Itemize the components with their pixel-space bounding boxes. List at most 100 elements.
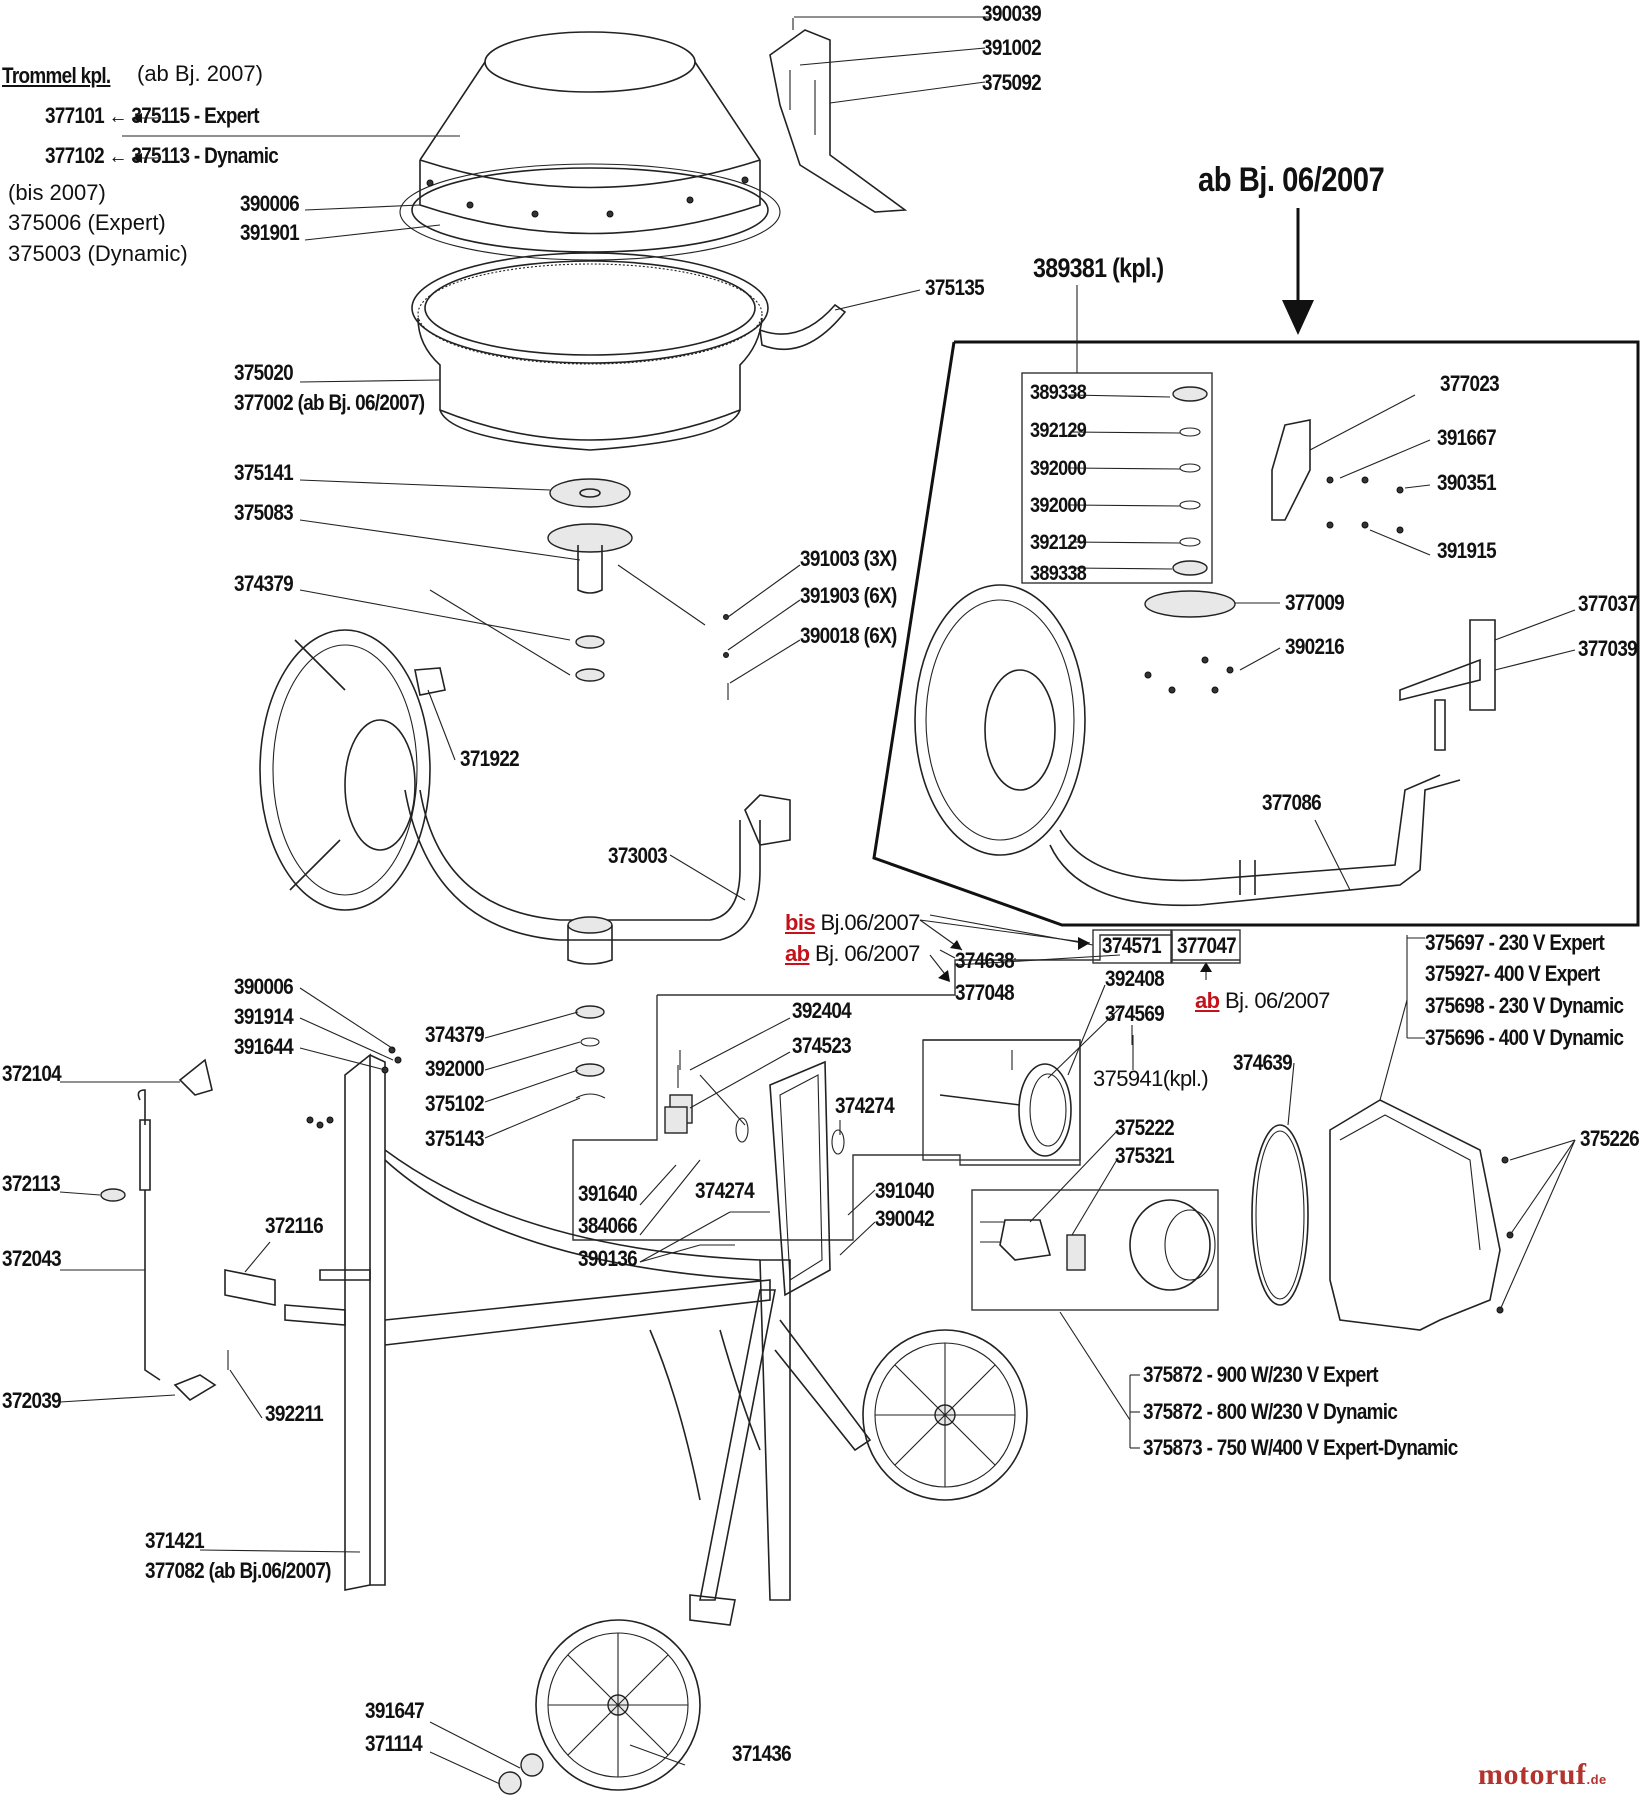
old-expert-note: 375006 (Expert) [8,210,166,235]
gear-segment-part [759,303,847,351]
small-wheel-part [939,1050,1072,1157]
label-371421: 371421 [145,1528,205,1553]
trommel-suffix: (ab Bj. 2007) [137,61,263,86]
label-391040: 391040 [875,1178,935,1203]
label-390006-a: 390006 [240,191,300,216]
chute-bracket-part [769,18,908,213]
revision-arrows [132,113,1212,1070]
label-372043: 372043 [2,1246,62,1271]
label-390018: 390018 (6X) [800,623,897,648]
label-374569: 374569 [1105,1001,1165,1026]
motor-plate-part [669,1050,845,1297]
label-375941: 375941(kpl.) [1093,1066,1209,1091]
motor-variant-4: 375696 - 400 V Dynamic [1425,1025,1624,1050]
label-377002: 377002 (ab Bj. 06/2007) [234,390,425,415]
rear-wheel-part [862,1329,1028,1501]
motor-variant-1: 375697 - 230 V Expert [1425,930,1605,955]
label-392000: 392000 [425,1056,485,1081]
label-372039: 372039 [2,1388,62,1413]
label-377037: 377037 [1578,591,1638,616]
stack-label-4: 392000 [1030,494,1087,517]
label-374379-a: 374379 [234,571,294,596]
label-391915: 391915 [1437,538,1497,563]
front-wheel-part [535,1619,701,1791]
label-391647: 391647 [365,1698,425,1723]
label-391644: 391644 [234,1034,294,1059]
label-371114: 371114 [365,1731,423,1756]
label-371922: 371922 [460,746,520,771]
label-372116: 372116 [265,1213,324,1238]
inset-parts [914,419,1496,907]
label-391901: 391901 [240,220,300,245]
revision-ab-1: ab Bj. 06/2007 [785,941,920,966]
group-outlines [572,934,1240,1311]
bearing-flanges [547,478,633,682]
inset-heading: ab Bj. 06/2007 [1198,161,1385,199]
drum-cone-part [399,31,781,261]
axle-washers [498,1753,544,1795]
label-374274-b: 374274 [695,1178,755,1203]
trommel-title: Trommel kpl. [2,63,111,88]
label-375143: 375143 [425,1126,485,1151]
pinion-part [664,1065,688,1134]
box-374571 [1092,929,1172,964]
label-375226: 375226 [1580,1126,1640,1151]
label-390042: 390042 [875,1206,935,1231]
handwheel-part [259,629,446,911]
label-390351: 390351 [1437,470,1497,495]
label-391640: 391640 [578,1181,638,1206]
stack-label-2: 392129 [1030,419,1087,442]
motoruf-logo: motoruf.de [1478,1758,1607,1791]
swing-arm-part [404,789,791,965]
label-391903: 391903 (6X) [800,583,897,608]
old-dynamic-note: 375003 (Dynamic) [8,241,188,266]
label-374523: 374523 [792,1033,852,1058]
label-375102: 375102 [425,1091,485,1116]
label-375141: 375141 [234,460,294,485]
label-375020: 375020 [234,360,294,385]
label-391002: 391002 [982,35,1042,60]
stack-label-3: 392000 [1030,457,1087,480]
stack-label-6: 389338 [1030,562,1087,585]
inset-bearing-stack [1144,386,1236,618]
label-375135: 375135 [925,275,985,300]
label-372113: 372113 [2,1171,61,1196]
label-373003: 373003 [608,843,668,868]
belt-part [1251,1124,1309,1306]
label-391003: 391003 (3X) [800,546,897,571]
motor-unit-variant-1: 375872 - 900 W/230 V Expert [1143,1362,1379,1387]
label-374571: 374571 [1102,933,1162,958]
label-392408: 392408 [1105,966,1165,991]
motor-variant-2: 375927- 400 V Expert [1425,961,1600,986]
stack-label-5: 392129 [1030,531,1087,554]
label-390216: 390216 [1285,634,1345,659]
label-374274-a: 374274 [835,1093,895,1118]
label-391667: 391667 [1437,425,1497,450]
label-392211: 392211 [265,1401,324,1426]
label-374639: 374639 [1233,1050,1293,1075]
label-375222: 375222 [1115,1115,1175,1140]
label-377009: 377009 [1285,590,1345,615]
small-screws [723,614,729,700]
leader-lines [59,16,1576,1785]
motor-variant-3: 375698 - 230 V Dynamic [1425,993,1624,1018]
label-375083: 375083 [234,500,294,525]
revision-ab-2: ab Bj. 06/2007 [1195,988,1330,1013]
revision-bis: bis Bj.06/2007 [785,910,920,935]
label-375321: 375321 [1115,1143,1175,1168]
motor-unit-variant-3: 375873 - 750 W/400 V Expert-Dynamic [1143,1435,1458,1460]
motor-cover-part [1329,1099,1514,1331]
motor-unit-variant-2: 375872 - 800 W/230 V Dynamic [1143,1399,1398,1424]
stack-label-1: 389338 [1030,381,1087,404]
expert-drum-line: 377101 ← 375115 - Expert [45,103,260,128]
label-377039: 377039 [1578,636,1638,661]
motor-parts [980,1199,1216,1291]
bis-2007-note: (bis 2007) [8,180,106,205]
lever-parts [100,1046,402,1402]
inset-frame [872,208,1640,927]
mid-seals-stack [575,1005,606,1099]
label-372104: 372104 [2,1061,62,1086]
main-frame-part [344,1053,872,1626]
